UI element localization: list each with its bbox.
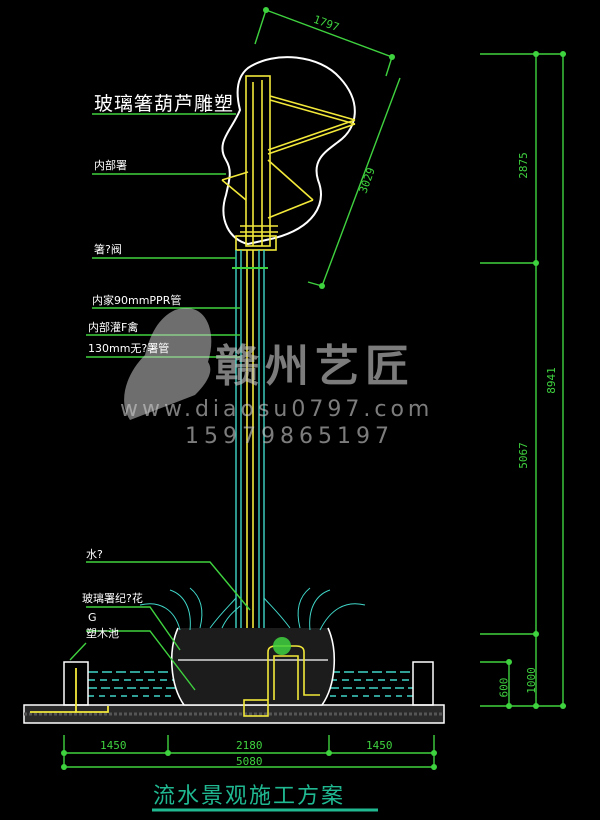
main-column <box>232 250 268 705</box>
water-splash <box>139 587 366 631</box>
right-wall <box>412 661 434 706</box>
label-seamless-130mm-pipe: 130mm无?署管 <box>88 342 170 355</box>
dim-right-upper: 2875 <box>516 152 530 179</box>
nozzle-fitting <box>273 637 291 655</box>
watermark-url: www.diaosu0797.com <box>120 397 434 422</box>
central-pot <box>170 627 336 706</box>
label-inner-90mm-ppr-pipe: 内家90mmPPR管 <box>92 294 182 307</box>
dim-bottom-right: 1450 <box>366 739 393 752</box>
pot-pipework <box>243 645 320 717</box>
left-wall <box>30 661 109 713</box>
label-glass-gourd-sculpture: 玻璃箸葫芦雕塑 <box>94 93 235 115</box>
dim-right-middle: 5067 <box>516 442 530 469</box>
label-pipe-ring: 箸?阀 <box>94 243 122 256</box>
watermark-logo-silhouette <box>124 308 212 420</box>
label-inner-nozzle: 内部灌F禽 <box>88 321 139 334</box>
dim-right-base-600: 600 <box>497 677 511 698</box>
drawing-title: 流水景观施工方案 <box>153 784 346 809</box>
gourd-outline <box>221 56 356 246</box>
dim-bottom-middle: 2180 <box>236 739 263 752</box>
label-water: 水? <box>86 548 103 561</box>
dimension-lines <box>63 9 566 770</box>
label-g: G <box>88 611 97 624</box>
watermark-phone: 15979865197 <box>185 424 394 449</box>
dim-right-base-1000: 1000 <box>524 667 538 694</box>
label-inner-pipe: 内部署 <box>94 159 127 172</box>
watermark-brand: 赣州艺匠 <box>215 341 415 392</box>
dim-right-total: 8941 <box>544 367 558 394</box>
ground-slab <box>23 704 445 724</box>
dim-bottom-left: 1450 <box>100 739 127 752</box>
internal-frame <box>221 75 356 251</box>
dim-bottom-total: 5080 <box>236 755 263 768</box>
label-plastic-pool: 塑木池 <box>86 627 119 640</box>
dimension-ticks <box>61 7 566 770</box>
label-glass-flower: 玻璃署纪?花 <box>82 592 143 605</box>
